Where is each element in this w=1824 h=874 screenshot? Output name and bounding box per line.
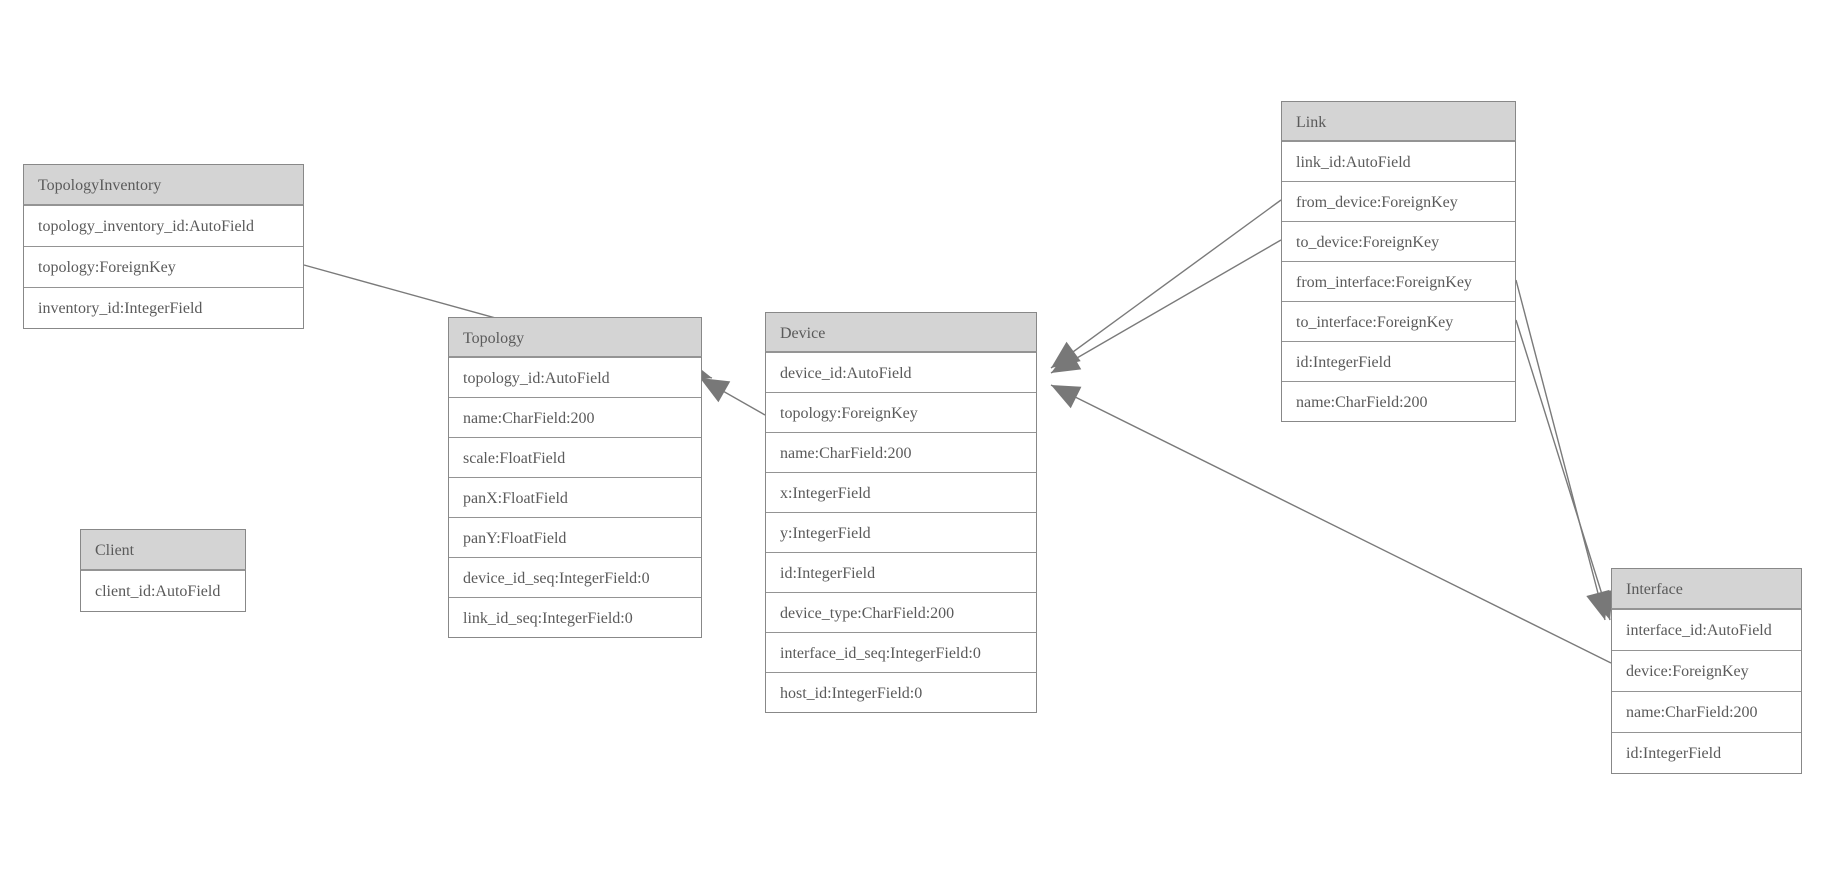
entity-field-row[interactable]: from_device:ForeignKey [1282,181,1515,221]
entity-field-row[interactable]: id:IntegerField [766,552,1036,592]
entity-field-row[interactable]: topology:ForeignKey [24,246,303,287]
entity-field-row[interactable]: name:CharField:200 [449,397,701,437]
entity-header-topology_inventory: TopologyInventory [23,164,304,205]
relationship-line [1050,384,1612,664]
entity-field-row[interactable]: link_id:AutoField [1282,141,1515,181]
relationship-line [1050,199,1282,369]
relationship-line [1515,319,1611,621]
entity-field-row[interactable]: x:IntegerField [766,472,1036,512]
entity-field-row[interactable]: id:IntegerField [1612,732,1801,773]
entity-field-row[interactable]: topology_id:AutoField [449,357,701,397]
relationship-line [1050,239,1282,374]
entity-field-row[interactable]: client_id:AutoField [81,570,245,611]
entity-field-row[interactable]: topology:ForeignKey [766,392,1036,432]
entity-field-row[interactable]: id:IntegerField [1282,341,1515,381]
entity-field-row[interactable]: y:IntegerField [766,512,1036,552]
relationship-line [699,377,766,416]
relationship-arrowhead [1051,341,1081,368]
entity-field-row[interactable]: panX:FloatField [449,477,701,517]
entity-field-row[interactable]: interface_id:AutoField [1612,609,1801,650]
entity-field-row[interactable]: name:CharField:200 [766,432,1036,472]
relationship-arrowhead [1051,385,1082,409]
entity-header-interface: Interface [1611,568,1802,609]
entity-field-row[interactable]: device_id:AutoField [766,352,1036,392]
entity-field-row[interactable]: inventory_id:IntegerField [24,287,303,328]
entity-field-row[interactable]: name:CharField:200 [1282,381,1515,421]
entity-header-device: Device [765,312,1037,352]
relationship-arrowhead [1051,348,1082,373]
relationship-link-to-device [1050,239,1282,374]
relationship-device-topology [699,377,766,416]
entity-field-row[interactable]: name:CharField:200 [1612,691,1801,732]
entity-field-row[interactable]: from_interface:ForeignKey [1282,261,1515,301]
relationship-line [1515,279,1606,621]
entity-field-row[interactable]: device:ForeignKey [1612,650,1801,691]
entity-header-topology: Topology [448,317,702,357]
entity-field-row[interactable]: device_type:CharField:200 [766,592,1036,632]
entity-field-row[interactable]: to_device:ForeignKey [1282,221,1515,261]
relationship-link-to-interface [1515,319,1614,621]
entity-header-link: Link [1281,101,1516,141]
entity-field-row[interactable]: scale:FloatField [449,437,701,477]
entity-field-row[interactable]: to_interface:ForeignKey [1282,301,1515,341]
relationship-link-from-interface [1515,279,1610,621]
entity-field-row[interactable]: topology_inventory_id:AutoField [24,205,303,246]
entity-field-row[interactable]: device_id_seq:IntegerField:0 [449,557,701,597]
relationship-link-from-device [1050,199,1282,369]
entity-field-row[interactable]: host_id:IntegerField:0 [766,672,1036,712]
entity-field-row[interactable]: panY:FloatField [449,517,701,557]
entity-field-row[interactable]: interface_id_seq:IntegerField:0 [766,632,1036,672]
entity-header-client: Client [80,529,246,570]
entity-field-row[interactable]: link_id_seq:IntegerField:0 [449,597,701,637]
